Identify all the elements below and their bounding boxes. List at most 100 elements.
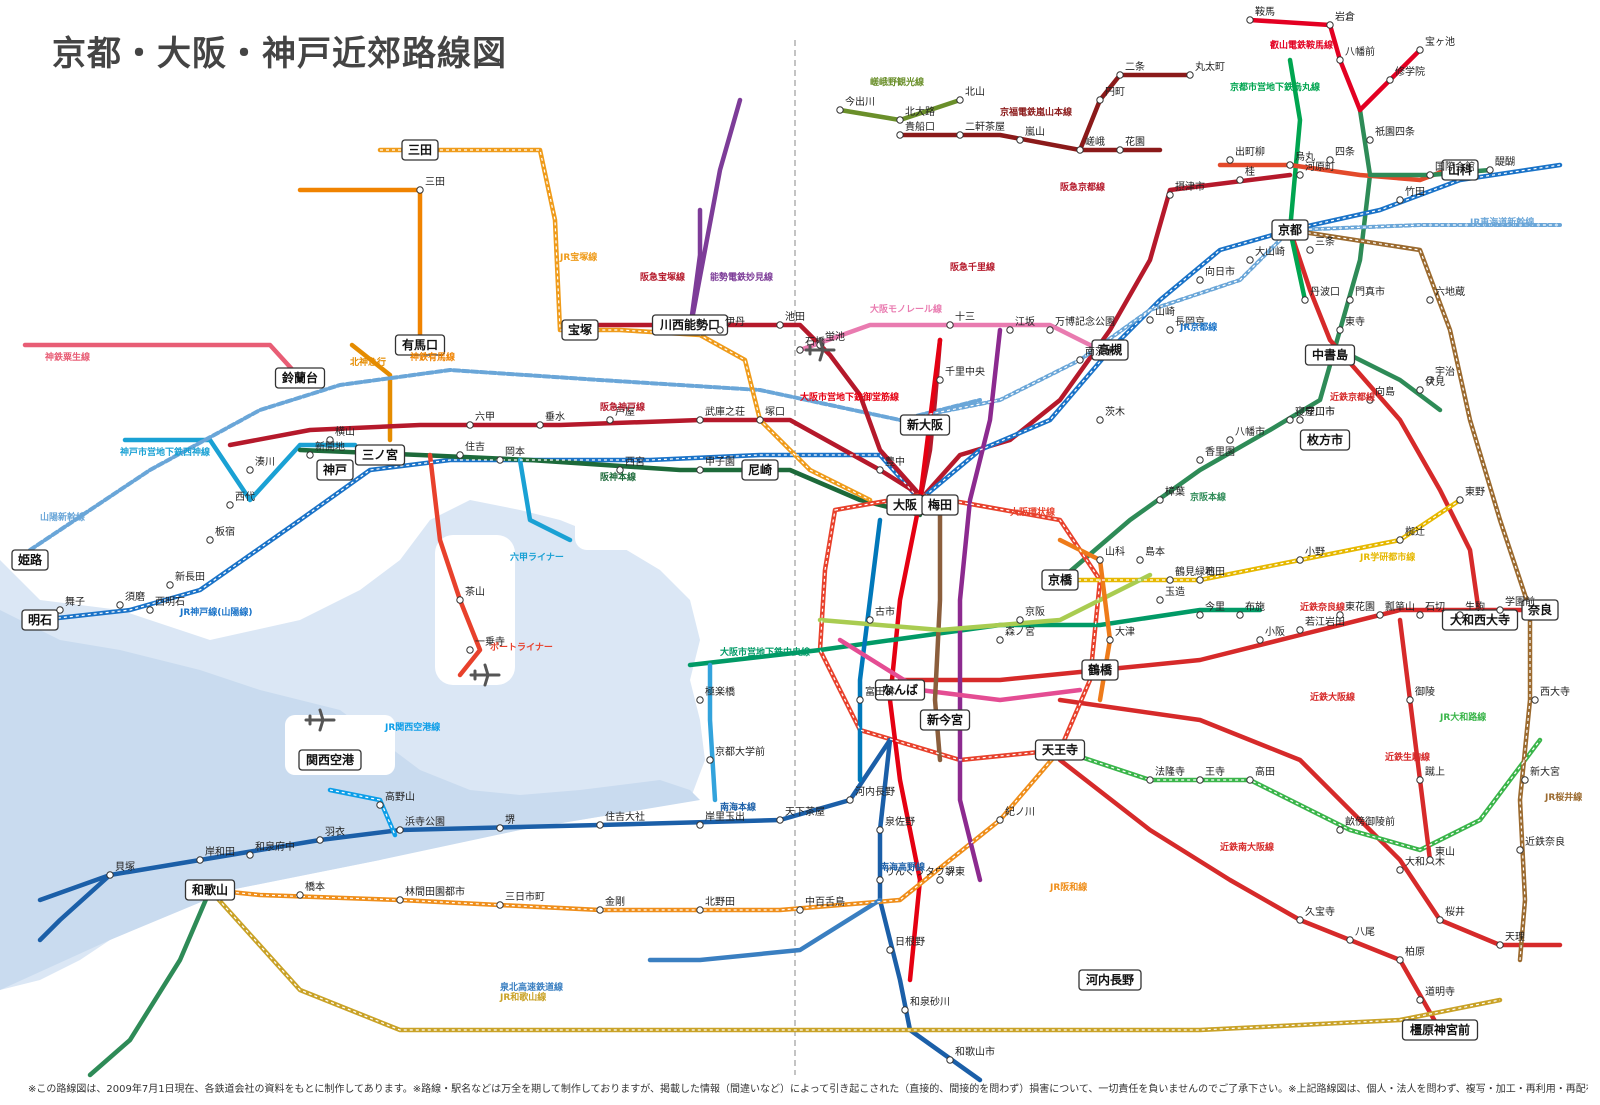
minor-station[interactable]: 王寺 [1196,766,1225,784]
major-station[interactable]: 山科 [1441,159,1479,181]
major-station[interactable]: 姫路 [11,549,49,571]
minor-station[interactable]: 一乗寺 [466,636,505,654]
minor-station[interactable]: 八幡市 [1226,425,1265,444]
major-station[interactable]: 中書島 [1304,344,1356,366]
minor-station[interactable]: 垂水 [536,411,565,429]
major-station[interactable]: 関西空港 [298,749,362,771]
minor-station[interactable]: 島本 [1136,545,1165,564]
minor-station[interactable]: 石切 [1416,601,1445,619]
minor-station[interactable]: 南茨木 [1076,345,1115,364]
minor-station[interactable]: 祇園四条 [1366,125,1415,144]
major-station[interactable]: 三ノ宮 [354,444,406,466]
minor-station[interactable]: 二軒茶屋 [956,120,1005,139]
minor-station[interactable]: 宝ヶ池 [1416,35,1455,54]
minor-station[interactable]: 武庫之荘 [696,405,745,424]
minor-station[interactable]: 古市 [866,605,895,624]
minor-station[interactable]: 丸太町 [1186,60,1225,79]
minor-station[interactable]: 四条 [1326,145,1355,164]
minor-station[interactable]: 和泉砂川 [901,995,950,1014]
major-station[interactable]: 川西能勢口 [651,314,729,336]
minor-station[interactable]: 御陵 [1406,685,1435,704]
minor-station[interactable]: 千里中央 [936,365,985,384]
minor-station[interactable]: 東野 [1456,485,1485,504]
minor-station[interactable]: 新長田 [166,570,205,589]
major-station[interactable]: 大阪 [886,494,924,516]
minor-station[interactable]: 石田 [1196,567,1225,584]
minor-station[interactable]: 桂 [1236,165,1255,184]
minor-station[interactable]: 大津 [1106,625,1135,644]
minor-station[interactable]: 樟葉 [1156,485,1185,504]
minor-station[interactable]: 芦屋 [606,406,635,424]
minor-station[interactable]: 寝屋川市 [1286,405,1335,424]
minor-station[interactable]: 和歌山市 [946,1045,995,1064]
minor-station[interactable]: 向日市 [1196,265,1235,284]
minor-station[interactable]: 東寺 [1336,315,1365,334]
minor-station[interactable]: 東山 [1426,845,1455,864]
major-station[interactable]: 枚方市 [1299,429,1351,451]
minor-station[interactable]: 森ノ宮 [996,625,1035,644]
minor-station[interactable]: 高野山 [376,790,415,809]
minor-station[interactable]: 住吉大社 [596,810,645,829]
minor-station[interactable]: 東花園 [1336,600,1375,619]
minor-station[interactable]: 八尾 [1346,926,1375,944]
minor-station[interactable]: 江坂 [1006,316,1035,334]
minor-station[interactable]: 浜寺公園 [396,816,445,834]
minor-station[interactable]: 今出川 [836,95,875,114]
minor-station[interactable]: 河原町 [1296,161,1335,179]
minor-station[interactable]: 法隆寺 [1146,765,1185,784]
minor-station[interactable]: 六甲 [466,411,495,429]
minor-station[interactable]: 守口市 [1296,405,1335,424]
minor-station[interactable]: 二条 [1116,60,1145,79]
major-station[interactable]: 天王寺 [1034,739,1086,761]
minor-station[interactable]: 山崎 [1146,305,1175,324]
minor-station[interactable]: 西明石 [146,596,185,614]
minor-station[interactable]: 高田 [1246,765,1275,784]
minor-station[interactable]: 横山 [326,425,355,444]
minor-station[interactable]: 柏原 [1396,945,1425,964]
major-station[interactable]: 有馬口 [394,334,446,356]
minor-station[interactable]: 花園 [1116,135,1145,154]
minor-station[interactable]: 長岡京 [1166,315,1205,334]
minor-station[interactable]: 大山崎 [1246,245,1285,264]
major-station[interactable]: 大和西大寺 [1441,609,1519,631]
minor-station[interactable]: 塚口 [756,406,785,424]
minor-station[interactable]: 国際会館 [1426,160,1475,179]
minor-station[interactable]: 茶山 [456,585,485,604]
minor-station[interactable]: 京阪 [1016,605,1045,624]
major-station[interactable]: 梅田 [921,494,959,516]
minor-station[interactable]: 甲子園 [696,456,735,474]
minor-station[interactable]: 向島 [1366,385,1395,404]
minor-station[interactable]: 舞子 [56,596,85,614]
minor-station[interactable]: 貴船口 [896,120,935,139]
minor-station[interactable]: 須磨 [116,591,145,609]
minor-station[interactable]: 北山 [956,86,985,104]
minor-station[interactable]: 若江岩田 [1296,615,1345,634]
major-station[interactable]: 鈴蘭台 [274,367,326,389]
minor-station[interactable]: 学園前 [1496,595,1535,614]
minor-station[interactable]: 湊川 [246,455,275,474]
major-station[interactable]: 橿原神宮前 [1401,1019,1479,1041]
minor-station[interactable]: 大和八木 [1396,855,1445,874]
minor-station[interactable]: 修学院 [1386,65,1425,84]
minor-station[interactable]: 三田 [416,177,445,194]
minor-station[interactable]: 富田林 [856,685,895,704]
minor-station[interactable]: 香里園 [1196,446,1235,464]
major-station[interactable]: 和歌山 [184,879,236,901]
minor-station[interactable]: 羽衣 [316,825,345,844]
minor-station[interactable]: 西宮 [616,455,645,474]
minor-station[interactable]: 伏見 [1416,375,1445,394]
major-station[interactable]: 奈良 [1521,599,1559,621]
minor-station[interactable]: 新開地 [306,440,345,459]
major-station[interactable]: 河内長野 [1078,969,1142,991]
minor-station[interactable]: 蹴上 [1416,765,1445,784]
minor-station[interactable]: 小阪 [1256,625,1285,644]
minor-station[interactable]: 摂津市 [1166,180,1205,199]
major-station[interactable]: 京橋 [1041,569,1079,591]
minor-station[interactable]: 鶴見緑地 [1166,565,1215,584]
minor-station[interactable]: 万博記念公園 [1046,315,1115,334]
minor-station[interactable]: 北野田 [696,896,735,914]
minor-station[interactable]: 河内長野 [846,785,895,804]
minor-station[interactable]: 天下茶屋 [776,805,825,824]
minor-station[interactable]: 畝傍御陵前 [1336,815,1395,834]
minor-station[interactable]: 岡本 [496,445,525,464]
